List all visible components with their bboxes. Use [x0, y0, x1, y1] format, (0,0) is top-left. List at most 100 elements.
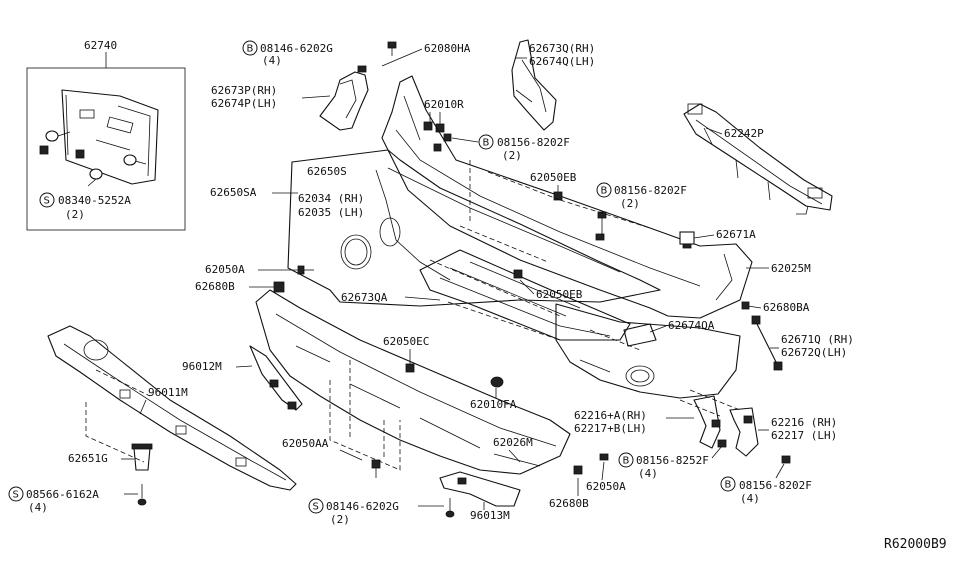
grommet-62651g	[131, 443, 153, 471]
deflector-96012m	[249, 345, 303, 411]
label-62674q: 62674Q(LH)	[529, 55, 595, 68]
svg-text:S: S	[313, 502, 319, 513]
label-62650s: 62650S	[307, 165, 347, 178]
label-08156-8252f: 08156-8252F	[636, 454, 709, 467]
label-96013m: 96013M	[470, 509, 510, 522]
label-62050a-left: 62050A	[205, 263, 245, 276]
bolt-icon	[297, 265, 314, 275]
lower-cover-62026m	[255, 289, 571, 475]
side-bracket-62673q	[511, 39, 557, 131]
svg-text:B: B	[725, 480, 732, 491]
clip-icon	[371, 459, 381, 478]
label-08146-6202g: 08146-6202G	[260, 42, 333, 55]
screw-marker-icon	[308, 498, 324, 514]
fog-lamp-ring-right	[625, 365, 655, 387]
label-62050a-bottom: 62050A	[586, 480, 626, 493]
label-96011m: 96011M	[148, 386, 188, 399]
label-62242p: 62242P	[724, 127, 764, 140]
assembly-guide-lines	[85, 160, 741, 471]
label-08566-6162a: 08566-6162A	[26, 488, 99, 501]
label-08340-5252a-qty: (2)	[65, 208, 85, 221]
bolt-icon	[387, 41, 397, 56]
label-62050eb-top: 62050EB	[530, 171, 577, 184]
label-62025m: 62025M	[771, 262, 811, 275]
label-62672q: 62672Q(LH)	[781, 346, 847, 359]
bracket-screws	[39, 130, 137, 187]
upper-bumper-cover-62025m	[381, 75, 753, 319]
screw-icon	[445, 498, 455, 518]
label-62651g: 62651G	[68, 452, 108, 465]
bolt-icon	[595, 211, 607, 241]
label-08146-6202g-qty: (4)	[262, 54, 282, 67]
label-62080ha: 62080HA	[424, 42, 471, 55]
diagram-code: R62000B9	[884, 537, 947, 552]
bolt-icon	[781, 455, 791, 464]
label-08156-8202f-c-qty: (4)	[740, 492, 760, 505]
label-08156-8252f-qty: (4)	[638, 467, 658, 480]
clip-icon	[405, 363, 415, 373]
air-guide-96011m	[47, 325, 297, 491]
label-62050eb-mid: 62050EB	[536, 288, 583, 301]
bolt-icon	[717, 439, 727, 448]
label-62050aa: 62050AA	[282, 437, 329, 450]
svg-text:B: B	[623, 456, 630, 467]
label-62217: 62217 (LH)	[771, 429, 837, 442]
label-62674qa: 62674QA	[668, 319, 715, 332]
front-bumper-fascia-62650s	[287, 149, 661, 307]
label-62673p: 62673P(RH)	[211, 84, 277, 97]
license-plate-bracket-inset: 62740 S 08340-5252A (2)	[26, 39, 186, 231]
label-08156-8202f-b-qty: (2)	[620, 197, 640, 210]
label-62674p: 62674P(LH)	[211, 97, 277, 110]
label-08156-8202f-b: 08156-8202F	[614, 184, 687, 197]
svg-text:B: B	[601, 186, 608, 197]
label-62650sa: 62650SA	[210, 186, 257, 199]
bolt-marker-icon	[478, 134, 494, 150]
clip-icon	[490, 376, 504, 388]
clip-icon	[513, 269, 523, 279]
label-62216: 62216 (RH)	[771, 416, 837, 429]
screw-marker-icon	[39, 192, 55, 208]
label-08156-8202f-a: 08156-8202F	[497, 136, 570, 149]
bolt-marker-icon	[596, 182, 612, 198]
lower-bumper-fascia	[555, 303, 741, 399]
label-62680ba: 62680BA	[763, 301, 810, 314]
label-08340-5252a: 08340-5252A	[58, 194, 131, 207]
label-62050ec: 62050EC	[383, 335, 429, 348]
reinforcement-62242p	[683, 103, 833, 215]
bracket-62216a	[693, 395, 721, 449]
svg-text:B: B	[247, 44, 254, 55]
label-62010fa: 62010FA	[470, 398, 517, 411]
label-62216a: 62216+A(RH)	[574, 409, 647, 422]
clip-icon	[273, 281, 285, 293]
clip-icon	[741, 301, 750, 310]
wire-harness-62671q	[751, 315, 783, 371]
label-08156-8202f-a-qty: (2)	[502, 149, 522, 162]
label-62673qa: 62673QA	[341, 291, 388, 304]
svg-text:S: S	[13, 490, 19, 501]
label-08156-8202f-c: 08156-8202F	[739, 479, 812, 492]
label-08566-6162a-qty: (4)	[28, 501, 48, 514]
bracket-62216	[729, 407, 759, 457]
svg-text:S: S	[44, 196, 50, 207]
svg-text:B: B	[483, 138, 490, 149]
bolt-marker-icon	[242, 40, 258, 56]
label-62026m: 62026M	[493, 436, 533, 449]
label-62217b: 62217+B(LH)	[574, 422, 647, 435]
label-62034: 62034 (RH)	[298, 192, 364, 205]
label-62671q: 62671Q (RH)	[781, 333, 854, 346]
bolt-marker-icon	[618, 452, 634, 468]
screw-marker-icon	[8, 486, 24, 502]
bolt-icon	[599, 453, 609, 461]
trim-piece-62674qa	[623, 323, 657, 347]
lower-grille-62673qa	[419, 249, 631, 341]
license-plate-bracket-part	[61, 89, 159, 185]
label-62680b-left: 62680B	[195, 280, 235, 293]
bolt-marker-icon	[720, 476, 736, 492]
label-62035: 62035 (LH)	[298, 206, 364, 219]
label-62671a: 62671A	[716, 228, 756, 241]
clip-icon	[573, 465, 583, 475]
label-62010r: 62010R	[424, 98, 464, 111]
label-08146-6202g-s-qty: (2)	[330, 513, 350, 526]
sensor-62671a	[679, 231, 695, 249]
